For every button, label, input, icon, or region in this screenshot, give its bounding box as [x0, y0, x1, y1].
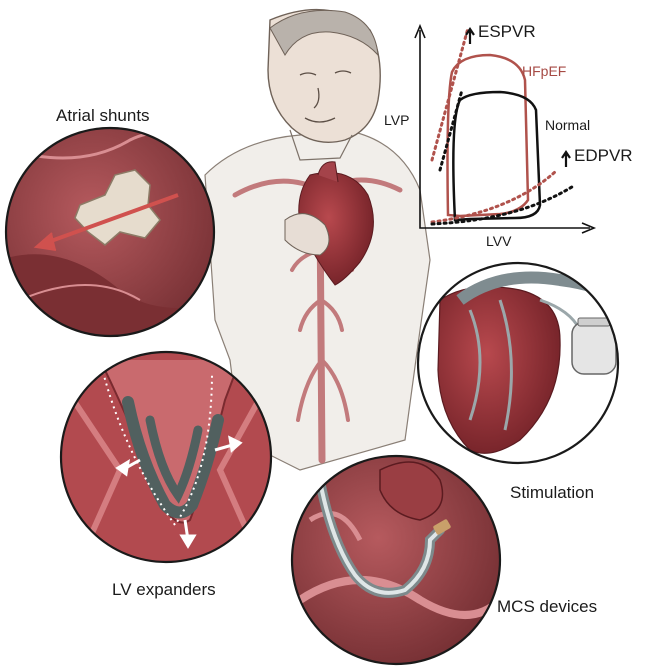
expander-device: [122, 396, 224, 519]
edpvr-label: EDPVR: [574, 146, 633, 165]
edpvr-up-arrow: [561, 150, 571, 167]
hfpef-loop: [446, 53, 530, 218]
flow-arrow: [39, 193, 179, 247]
mcs-devices-label: MCS devices: [497, 597, 598, 616]
atrial-shunts-panel: [4, 126, 216, 338]
lvv-axis-label: LVV: [486, 233, 512, 249]
espvr-up-arrow: [465, 27, 475, 44]
lv-expanders-label: LV expanders: [112, 580, 216, 599]
expansion-arrows: [115, 435, 243, 549]
lv-expanders-panel: [59, 350, 273, 564]
pv-loop-plot: [414, 23, 597, 234]
mcs-devices-panel: [290, 454, 502, 666]
atrial-shunts-label: Atrial shunts: [56, 106, 150, 125]
pacemaker-device: [571, 321, 617, 375]
hfpef-label: HFpEF: [522, 63, 567, 79]
normal-loop: [452, 90, 542, 222]
edpvr-hfpef-line: [430, 170, 557, 224]
lvp-axis-label: LVP: [384, 112, 410, 128]
stimulation-panel: [416, 261, 620, 465]
edpvr-normal-line: [430, 183, 577, 226]
espvr-hfpef-line: [430, 26, 470, 162]
espvr-normal-line: [438, 88, 464, 172]
normal-label: Normal: [545, 117, 591, 133]
sketch-heart: [284, 161, 374, 286]
espvr-label: ESPVR: [478, 22, 536, 41]
stimulation-label: Stimulation: [510, 483, 595, 502]
